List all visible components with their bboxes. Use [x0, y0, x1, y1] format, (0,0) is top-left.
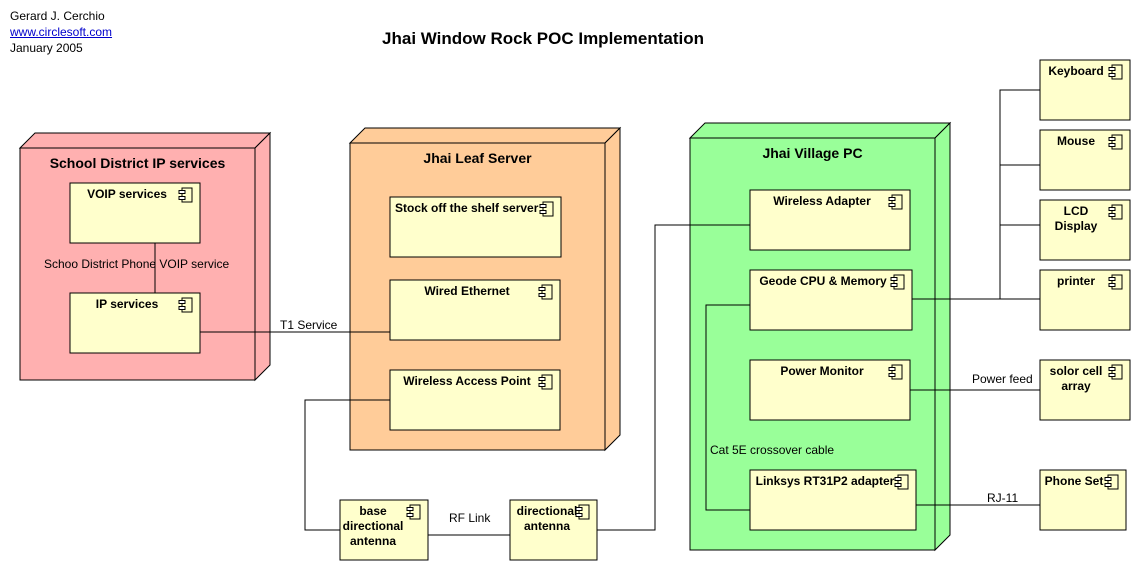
connector-antenna-adapter: [597, 224, 750, 531]
document-date: January 2005: [10, 41, 83, 55]
component-keyboard[interactable]: Keyboard: [1039, 59, 1131, 121]
component-icon: [575, 504, 590, 520]
component-base-label: base: [359, 504, 387, 518]
node-jhai-leaf-server-top-face: [348, 127, 622, 144]
component-dir-label: antenna: [524, 519, 570, 533]
component-wap[interactable]: Wireless Access Point: [389, 369, 561, 431]
component-icon: [1104, 474, 1119, 490]
component-solar-label: array: [1061, 379, 1091, 393]
component-solar-label: solor cell: [1050, 364, 1103, 378]
component-icon: [888, 364, 903, 380]
component-wired-box: [389, 279, 561, 341]
component-wired[interactable]: Wired Ethernet: [389, 279, 561, 341]
node-jhai-village-pc-label: Jhai Village PC: [762, 145, 862, 161]
link-label-rf: RF Link: [449, 511, 491, 525]
node-jhai-village-pc-top-face: [688, 122, 952, 139]
component-wap-label: Wireless Access Point: [403, 374, 531, 388]
component-icon: [1108, 204, 1123, 220]
component-wired-label: Wired Ethernet: [424, 284, 509, 298]
component-phone-box: [1039, 469, 1127, 531]
component-power-box: [749, 359, 911, 421]
component-icon: [894, 474, 909, 490]
component-icon: [539, 201, 554, 217]
component-lcd-label: LCD: [1064, 204, 1089, 218]
component-voip[interactable]: VOIP services: [69, 182, 201, 244]
component-base-label: directional: [343, 519, 404, 533]
component-power-label: Power Monitor: [780, 364, 864, 378]
component-stock-label: Stock off the shelf server: [395, 201, 539, 215]
link-label-t1: T1 Service: [280, 318, 338, 332]
component-icon: [178, 187, 193, 203]
node-jhai-village-pc-side-face: [934, 121, 951, 552]
node-jhai-leaf-server-label: Jhai Leaf Server: [423, 150, 532, 166]
component-base-label: antenna: [350, 534, 396, 548]
link-label-voip: Schoo District Phone VOIP service: [44, 257, 230, 271]
author-name: Gerard J. Cerchio: [10, 9, 105, 23]
component-icon: [1108, 134, 1123, 150]
component-ip[interactable]: IP services: [69, 292, 201, 354]
component-icon: [890, 274, 905, 290]
website-link-text[interactable]: www.circlesoft.com: [10, 25, 113, 39]
component-geode[interactable]: Geode CPU & Memory: [749, 269, 913, 331]
component-icon: [178, 297, 193, 313]
component-wadapter-box: [749, 189, 911, 251]
component-ip-box: [69, 292, 201, 354]
author-website-link[interactable]: www.circlesoft.com: [10, 24, 112, 40]
component-mouse[interactable]: Mouse: [1039, 129, 1131, 191]
component-phone-label: Phone Set: [1045, 474, 1104, 488]
component-linksys-box: [749, 469, 917, 531]
component-power[interactable]: Power Monitor: [749, 359, 911, 421]
component-geode-label: Geode CPU & Memory: [759, 274, 887, 288]
component-voip-label: VOIP services: [87, 187, 167, 201]
component-linksys[interactable]: Linksys RT31P2 adapter: [749, 469, 917, 531]
link-label-rj11: RJ-11: [987, 491, 1018, 505]
component-geode-box: [749, 269, 913, 331]
node-school-district-label: School District IP services: [50, 155, 226, 171]
component-printer-label: printer: [1057, 274, 1095, 288]
component-wap-box: [389, 369, 561, 431]
node-school-district-side-face: [254, 131, 271, 382]
component-printer[interactable]: printer: [1039, 269, 1131, 331]
component-mouse-label: Mouse: [1057, 134, 1095, 148]
component-keyboard-label: Keyboard: [1048, 64, 1103, 78]
connector-wap-base: [304, 399, 390, 531]
component-icon: [1108, 64, 1123, 80]
component-icon: [538, 284, 553, 300]
component-icon: [538, 374, 553, 390]
link-label-cat5: Cat 5E crossover cable: [710, 443, 834, 457]
connector-cat5: [705, 304, 750, 511]
component-phone[interactable]: Phone Set: [1039, 469, 1127, 531]
component-icon: [1108, 364, 1123, 380]
component-solar-box: [1039, 359, 1131, 421]
node-school-district-top-face: [18, 132, 272, 149]
component-linksys-label: Linksys RT31P2 adapter: [756, 474, 895, 488]
component-lcd-label: Display: [1055, 219, 1098, 233]
node-jhai-leaf-server-side-face: [604, 126, 621, 452]
component-wadapter-label: Wireless Adapter: [773, 194, 871, 208]
connector-bus-keyboard: [999, 89, 1040, 299]
component-icon: [888, 194, 903, 210]
component-icon: [406, 504, 421, 520]
component-stock[interactable]: Stock off the shelf server: [389, 196, 562, 258]
component-dir-label: directional: [517, 504, 578, 518]
link-label-power: Power feed: [972, 372, 1033, 386]
component-icon: [1108, 274, 1123, 290]
component-wadapter[interactable]: Wireless Adapter: [749, 189, 911, 251]
component-voip-box: [69, 182, 201, 244]
component-ip-label: IP services: [96, 297, 159, 311]
component-stock-box: [389, 196, 562, 258]
diagram-title: Jhai Window Rock POC Implementation: [382, 29, 704, 48]
